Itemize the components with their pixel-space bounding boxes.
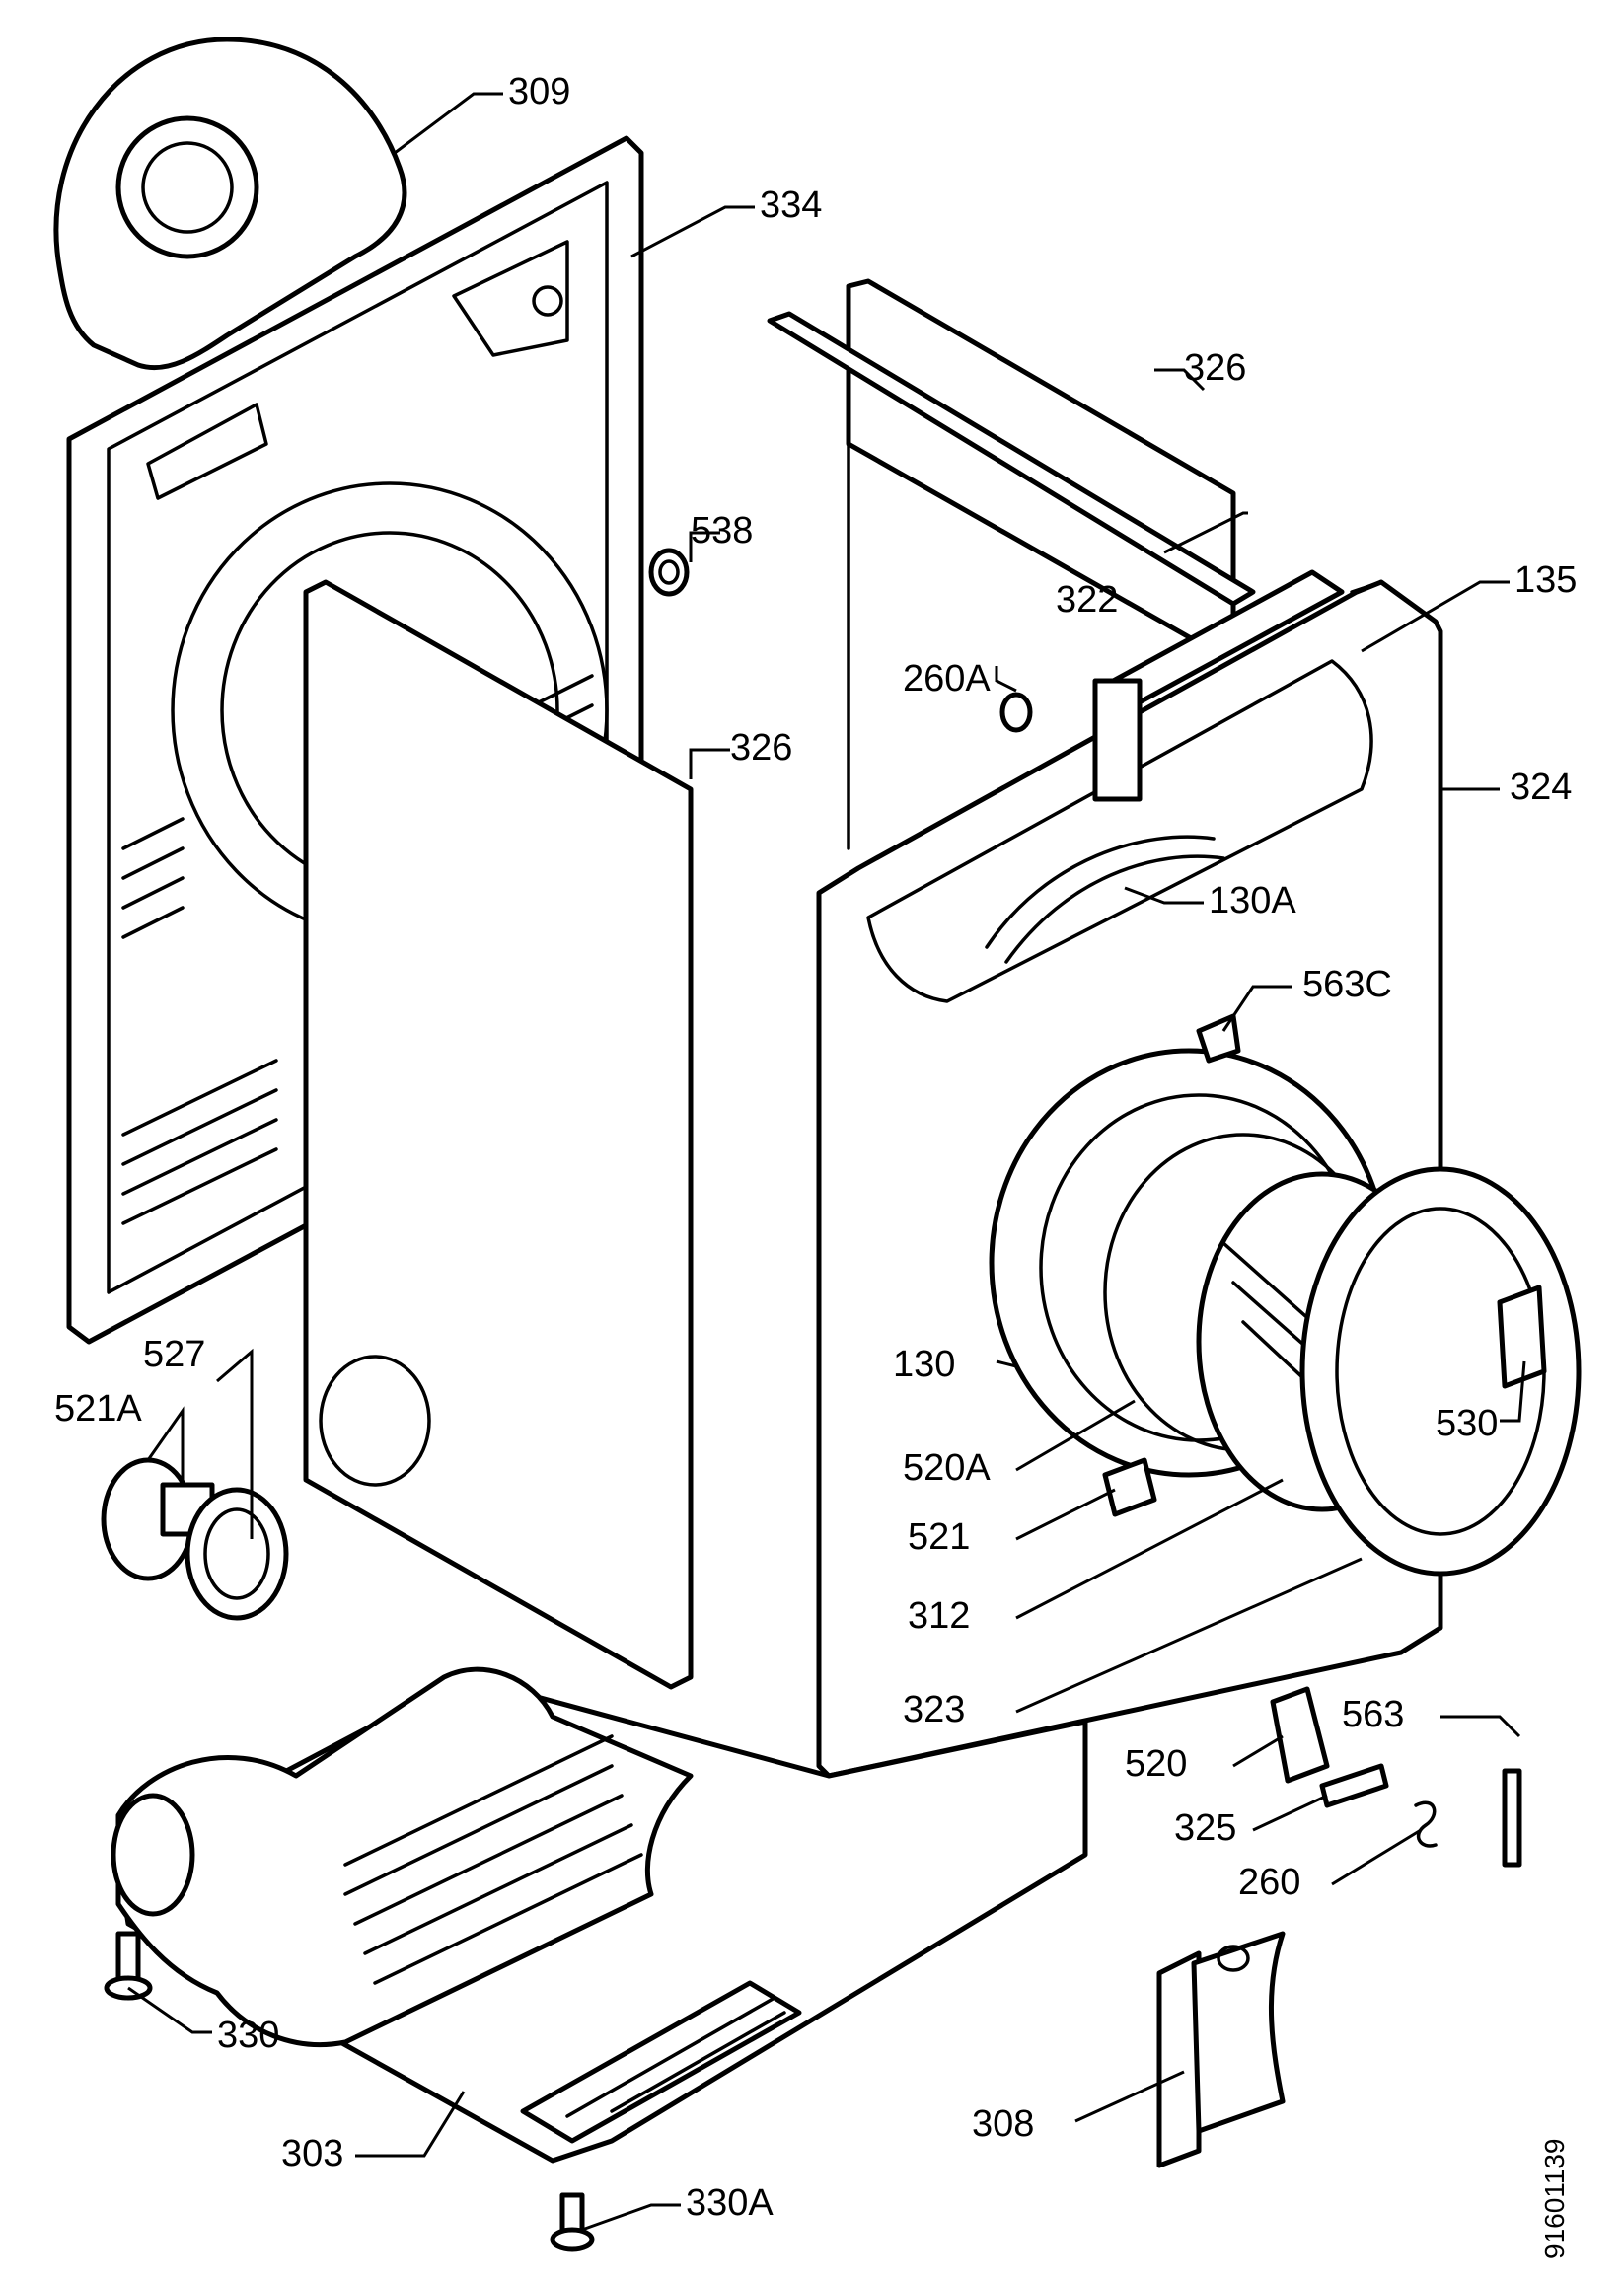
label-260A: 260A <box>903 658 991 699</box>
leader-lines <box>127 92 1526 2232</box>
label-563C: 563C <box>1302 964 1392 1005</box>
part-330A-foot <box>550 2192 595 2252</box>
label-130A: 130A <box>1209 880 1296 921</box>
label-322: 322 <box>1056 579 1118 621</box>
part-530-door-handle <box>1497 1285 1547 1389</box>
label-135: 135 <box>1514 559 1577 601</box>
label-312: 312 <box>908 1595 970 1637</box>
part-309-rear-cover <box>53 37 407 371</box>
part-308-door-hinge <box>1156 1931 1286 2168</box>
label-324: 324 <box>1510 767 1572 808</box>
label-530: 530 <box>1436 1403 1498 1444</box>
label-330: 330 <box>217 2015 279 2056</box>
part-563C-latch-catch <box>1196 1013 1241 1064</box>
part-326-side-panel-left <box>303 579 694 1690</box>
label-326-top: 326 <box>1184 347 1246 389</box>
part-260A-clip <box>999 692 1033 733</box>
part-527-ring <box>185 1487 289 1621</box>
part-323-door-frame <box>1299 1166 1582 1577</box>
label-334: 334 <box>760 184 822 226</box>
label-325: 325 <box>1174 1807 1236 1849</box>
part-135-top-cover <box>1092 569 1345 802</box>
part-130A-inner-flange <box>985 835 1225 964</box>
part-563-pin <box>1502 1768 1522 1868</box>
label-521A: 521A <box>54 1388 142 1430</box>
part-303-base <box>111 1666 1088 2164</box>
part-521-switch <box>1102 1457 1157 1517</box>
label-303: 303 <box>281 2133 343 2174</box>
label-520A: 520A <box>903 1447 991 1489</box>
label-520: 520 <box>1125 1743 1187 1785</box>
part-325-latch-arm <box>1319 1763 1389 1808</box>
label-330A: 330A <box>686 2182 774 2224</box>
label-260: 260 <box>1238 1862 1300 1903</box>
part-538-bush <box>648 548 690 597</box>
label-323: 323 <box>903 1689 965 1730</box>
label-563: 563 <box>1342 1694 1404 1735</box>
label-130: 130 <box>893 1344 955 1385</box>
label-309: 309 <box>508 71 570 112</box>
label-527: 527 <box>143 1334 205 1375</box>
part-labels: 309 334 326 538 322 135 260A 326 324 130… <box>54 71 1577 2224</box>
label-538: 538 <box>691 510 753 551</box>
drawing-code: 91601139 <box>1539 2139 1570 2260</box>
part-322-top-rail <box>767 311 1256 607</box>
label-308: 308 <box>972 2103 1034 2145</box>
label-521: 521 <box>908 1516 970 1558</box>
label-326-mid: 326 <box>730 727 792 769</box>
part-260-spring-clip <box>1414 1800 1438 1848</box>
part-520-hinge-plate <box>1270 1686 1330 1784</box>
